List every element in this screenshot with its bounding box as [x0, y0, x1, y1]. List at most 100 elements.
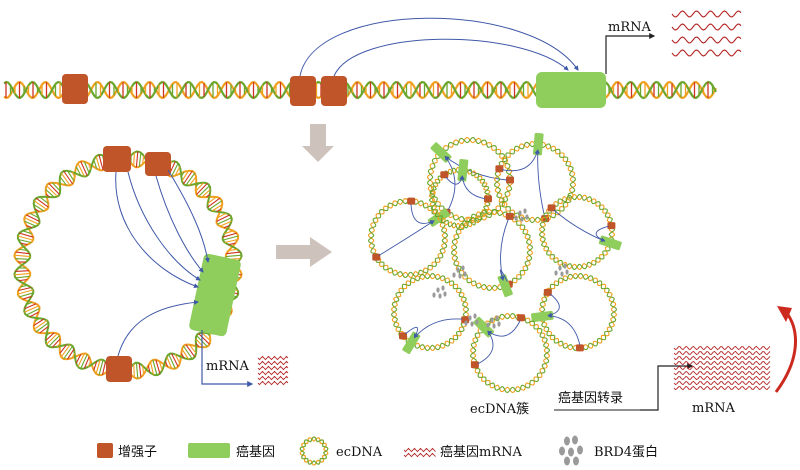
hub-enhancer-4-2	[607, 222, 616, 230]
hub-interaction-arrow-8-2	[487, 320, 521, 337]
hub-enhancer-8-2	[517, 314, 526, 322]
hub-brd4-cluster-5	[452, 265, 467, 279]
oncogene-linear	[536, 72, 606, 108]
right-mrna-wave-6	[673, 370, 771, 376]
hub-enhancer-7-2	[543, 288, 552, 296]
ring-arrow-4	[167, 169, 210, 263]
linear-interaction-arrow-2	[333, 38, 569, 77]
hub-interaction-arrow-5-1	[500, 218, 509, 281]
right-mrna-wave-1	[673, 345, 771, 351]
enhancer-ring-2	[145, 152, 171, 176]
right-mrna-wave-9	[673, 385, 771, 391]
hub-enhancer-5-1	[505, 212, 514, 220]
legend-mrna-wave-2	[403, 452, 436, 458]
hub-enhancer-6-2	[399, 332, 407, 340]
hub-ecdna-ring-9	[428, 158, 492, 230]
top-mrna-label: mRNA	[608, 20, 651, 35]
hub-ecdna-ring-6	[391, 273, 470, 354]
enhancer-linear-2	[290, 76, 316, 106]
legend-label-brd4: BRD4蛋白	[594, 444, 658, 460]
hub-ecdna-ring-5	[451, 209, 533, 298]
right-mrna-wave-7	[673, 375, 771, 381]
hub-interaction-arrow-1-2	[444, 155, 456, 211]
hub-interaction-arrow-7-2	[547, 293, 560, 317]
hub-ecdna-ring-7	[531, 273, 617, 352]
legend-ring-strand-b	[299, 436, 329, 465]
left-mrna-wave-2	[257, 360, 289, 366]
enhancer-linear-3	[321, 76, 347, 106]
top-transcription-arrow	[605, 33, 656, 74]
hub-ring-2-strand-b	[494, 141, 576, 223]
hub-enhancer-9-1	[440, 171, 449, 179]
ecdna-hub	[368, 132, 622, 393]
legend-label-oncogene: 癌基因	[236, 444, 275, 460]
right-mrna-wave-8	[673, 380, 771, 386]
linear-interaction-arrow-1	[299, 17, 579, 77]
hub-caption: ecDNA簇	[470, 402, 529, 417]
hub-interaction-arrow-4-2	[595, 225, 609, 242]
right-mrna-waves	[673, 345, 771, 391]
hub-enhancer-4-1	[547, 204, 556, 212]
hub-enhancer-2-2	[495, 165, 504, 173]
upregulation-arrowhead	[777, 306, 792, 322]
oncogene-icon	[188, 443, 230, 458]
hub-transcription-arrow	[640, 363, 694, 411]
ring-arrow-1	[115, 171, 199, 289]
single-ecdna: mRNA	[13, 146, 289, 387]
hub-enhancer-8-1	[470, 361, 479, 369]
big-ring-strand-b	[13, 150, 243, 380]
top-mrna-waves	[671, 10, 742, 57]
hub-brd4-cluster-3	[514, 208, 529, 222]
top-mrna-wave-1	[671, 10, 742, 18]
hub-ecdna-ring-1	[427, 137, 514, 223]
legend-label-oncogene-mrna: 癌基因mRNA	[440, 444, 522, 460]
linear-chromosome: mRNA	[3, 10, 742, 108]
left-mrna-wave-6	[257, 380, 289, 386]
hub-interaction-arrow-5-2	[499, 269, 508, 282]
enhancer-linear-1	[62, 74, 88, 104]
hub-brd4-cluster-2	[464, 313, 479, 327]
hub-interaction-arrow-3-2	[410, 204, 435, 225]
brd4-protein-icon	[559, 435, 583, 466]
hub-interaction-arrow-6-2	[405, 326, 419, 339]
legend-mrna-wave-1	[403, 447, 436, 453]
left-mrna-wave-4	[257, 370, 289, 376]
right-mrna-wave-2	[673, 350, 771, 356]
right-mrna-wave-3	[673, 355, 771, 361]
hub-enhancer-3-1	[372, 253, 381, 261]
hub-oncogene-7	[531, 310, 554, 323]
hub-interaction-arrow-7-1	[547, 313, 581, 346]
hub-interaction-arrow-9-2	[460, 175, 486, 200]
hub-enhancer-7-1	[575, 344, 584, 352]
top-mrna-wave-2	[671, 23, 742, 31]
down-process-arrow	[302, 124, 334, 162]
hub-interaction-arrow-2-1	[535, 149, 545, 216]
legend-label-ecdna: ecDNA	[336, 445, 383, 460]
hub-ring-9-strand-b	[428, 166, 492, 230]
hub-enhancer-3-2	[407, 197, 416, 205]
ring-arrow-3	[155, 175, 204, 273]
enhancer-icon	[97, 443, 113, 458]
oncogene-mrna-icon	[403, 447, 436, 458]
hub-ring-4-strand-b	[538, 193, 616, 271]
upregulation-curved-arrow	[774, 311, 797, 393]
legend: 增强子 癌基因 ecDNA 癌基因mRNA BRD4蛋白	[97, 435, 658, 466]
ecdna-ring-icon	[299, 436, 329, 466]
hub-enhancer-9-2	[484, 195, 492, 203]
transcription-label: 癌基因转录	[558, 390, 623, 406]
hub-oncogene-2	[532, 132, 544, 156]
ring-arrow-5	[117, 299, 199, 357]
hub-ecdna-ring-4	[538, 193, 622, 271]
hub-interaction-arrow-1-1	[444, 156, 508, 181]
hub-brd4-cluster-6	[486, 315, 501, 329]
ring-arrow-2	[127, 171, 201, 281]
right-process-arrow	[276, 237, 332, 267]
enhancer-ring-3	[106, 356, 132, 382]
hub-ecdna-ring-3	[368, 197, 450, 278]
hub-ring-3-strand-b	[368, 198, 448, 278]
left-mrna-wave-1	[257, 355, 289, 361]
right-mrna-wave-4	[673, 360, 771, 366]
hub-ring-1-strand-b	[427, 137, 513, 223]
left-mrna-wave-5	[257, 375, 289, 381]
right-mrna-label: mRNA	[692, 401, 735, 416]
